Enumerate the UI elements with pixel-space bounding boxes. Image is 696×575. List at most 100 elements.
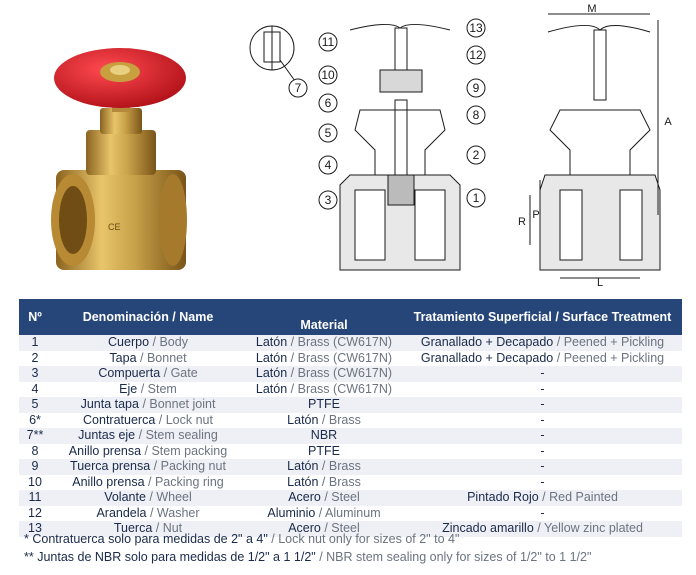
cell-num: 11	[19, 490, 51, 506]
cell-treatment: Zincado amarillo / Yellow zinc plated	[403, 521, 682, 537]
cell-num: 7**	[19, 428, 51, 444]
cell-material: Latón / Brass (CW617N)	[245, 366, 403, 382]
cell-name: Anillo prensa / Packing ring	[51, 474, 245, 490]
dim-a: A	[664, 116, 672, 128]
cell-treatment: Granallado + Decapado / Peened + Picklin…	[403, 335, 682, 351]
cell-material: Acero / Steel	[245, 521, 403, 537]
footnotes: * Contratuerca solo para medidas de 2" a…	[24, 530, 591, 566]
cell-material: Aluminio / Aluminum	[245, 505, 403, 521]
callout-13: 13	[466, 18, 486, 38]
header-treatment: Tratamiento Superficial / Surface Treatm…	[403, 299, 682, 335]
cell-num: 10	[19, 474, 51, 490]
cell-material: Acero / Steel	[245, 490, 403, 506]
cell-treatment: -	[403, 474, 682, 490]
callout-4: 4	[318, 155, 338, 175]
cell-num: 12	[19, 505, 51, 521]
cell-treatment: -	[403, 505, 682, 521]
svg-text:2: 2	[473, 148, 480, 162]
callout-5: 5	[318, 123, 338, 143]
cell-material: Latón / Brass	[245, 459, 403, 475]
cell-num: 8	[19, 443, 51, 459]
callout-6: 6	[318, 93, 338, 113]
callout-7: 7	[288, 78, 308, 98]
cell-name: Volante / Wheel	[51, 490, 245, 506]
cell-treatment: -	[403, 459, 682, 475]
valve-photo: CE	[51, 48, 187, 270]
svg-text:8: 8	[473, 108, 480, 122]
cell-treatment: -	[403, 443, 682, 459]
cell-name: Tuerca / Nut	[51, 521, 245, 537]
cell-name: Eje / Stem	[51, 381, 245, 397]
technical-drawing: M A R P L 1 2 3 4 5 6 7 8 9 10 11 12 13	[249, 3, 672, 288]
cell-material: PTFE	[245, 443, 403, 459]
dim-r: R	[518, 216, 526, 228]
table-header-row: Nº Denominación / Name Material Tratamie…	[19, 299, 682, 335]
svg-text:7: 7	[295, 81, 302, 95]
svg-text:13: 13	[469, 21, 483, 35]
cell-treatment: Granallado + Decapado / Peened + Picklin…	[403, 350, 682, 366]
cell-name: Arandela / Washer	[51, 505, 245, 521]
cell-num: 13	[19, 521, 51, 537]
cell-name: Juntas eje / Stem sealing	[51, 428, 245, 444]
svg-text:6: 6	[325, 96, 332, 110]
footnote-1: * Contratuerca solo para medidas de 2" a…	[24, 532, 460, 546]
cell-name: Compuerta / Gate	[51, 366, 245, 382]
cell-num: 9	[19, 459, 51, 475]
svg-text:10: 10	[321, 68, 335, 82]
callout-10: 10	[318, 65, 338, 85]
cell-material: Latón / Brass	[245, 412, 403, 428]
cell-name: Cuerpo / Body	[51, 335, 245, 351]
cell-treatment: -	[403, 366, 682, 382]
callout-2: 2	[466, 145, 486, 165]
footnote-2: ** Juntas de NBR solo para medidas de 1/…	[24, 550, 592, 564]
cell-material: Latón / Brass (CW617N)	[245, 335, 403, 351]
cell-num: 2	[19, 350, 51, 366]
cell-treatment: -	[403, 428, 682, 444]
callout-11: 11	[318, 32, 338, 52]
cell-num: 3	[19, 366, 51, 382]
cell-treatment: -	[403, 381, 682, 397]
svg-text:3: 3	[325, 193, 332, 207]
svg-text:CE: CE	[108, 222, 121, 232]
callout-9: 9	[466, 78, 486, 98]
product-figure: CE	[51, 3, 672, 288]
svg-text:1: 1	[473, 191, 480, 205]
cell-material: Latón / Brass (CW617N)	[245, 381, 403, 397]
cell-treatment: -	[403, 412, 682, 428]
cell-name: Anillo prensa / Stem packing	[51, 443, 245, 459]
parts-table: Nº Denominación / Name Material Tratamie…	[19, 299, 682, 537]
cell-material: Latón / Brass (CW617N)	[245, 350, 403, 366]
callout-12: 12	[466, 45, 486, 65]
svg-text:5: 5	[325, 126, 332, 140]
svg-text:4: 4	[325, 158, 332, 172]
dim-l: L	[597, 277, 603, 288]
cell-num: 1	[19, 335, 51, 351]
callout-3: 3	[318, 190, 338, 210]
header-material: Material	[245, 299, 403, 335]
cell-name: Tuerca prensa / Packing nut	[51, 459, 245, 475]
cell-treatment: -	[403, 397, 682, 413]
dim-m: M	[587, 3, 596, 15]
cell-num: 4	[19, 381, 51, 397]
header-num: Nº	[19, 299, 51, 335]
cell-material: Latón / Brass	[245, 474, 403, 490]
cell-material: NBR	[245, 428, 403, 444]
callout-1: 1	[466, 188, 486, 208]
cell-name: Junta tapa / Bonnet joint	[51, 397, 245, 413]
cell-treatment: Pintado Rojo / Red Painted	[403, 490, 682, 506]
callout-8: 8	[466, 105, 486, 125]
svg-text:11: 11	[322, 35, 335, 49]
